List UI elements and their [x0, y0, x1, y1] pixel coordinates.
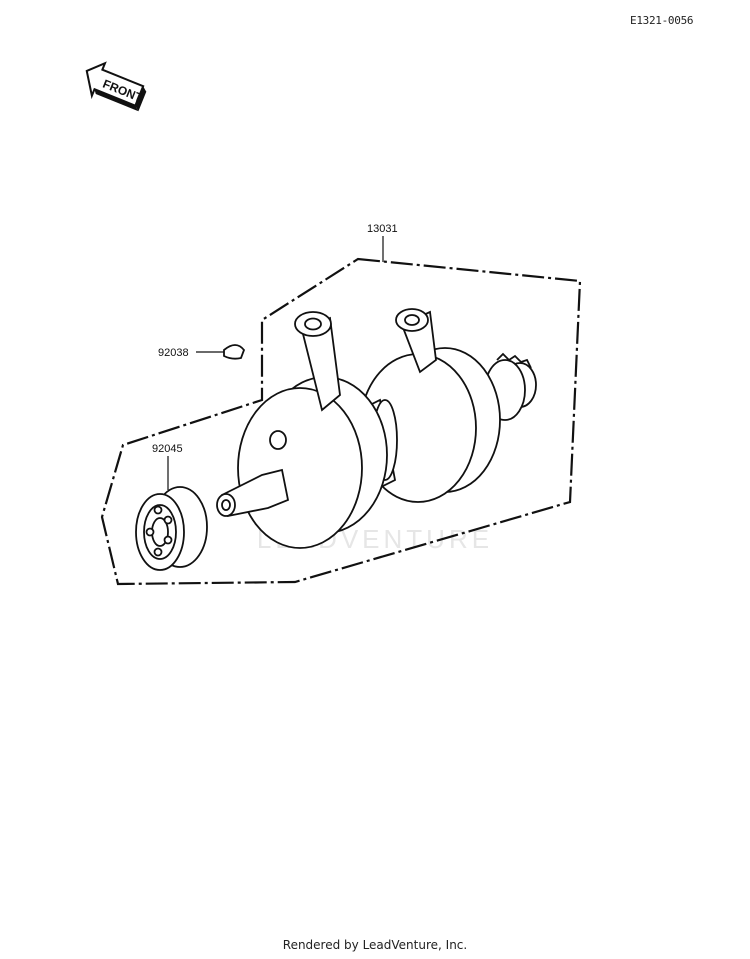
footer-credit: Rendered by LeadVenture, Inc.: [282, 938, 468, 952]
assembly-outline: [100, 257, 582, 586]
part-number-bearing: 92045: [152, 443, 183, 455]
bearing-drawing: [135, 486, 208, 571]
diagram-code: E1321-0056: [630, 14, 694, 27]
key-drawing: [223, 344, 246, 360]
part-number-crankshaft: 13031: [367, 223, 398, 235]
part-number-key: 92038: [158, 347, 189, 359]
crankshaft-drawing: [216, 308, 537, 549]
front-arrow-icon: FRONT: [85, 61, 147, 112]
